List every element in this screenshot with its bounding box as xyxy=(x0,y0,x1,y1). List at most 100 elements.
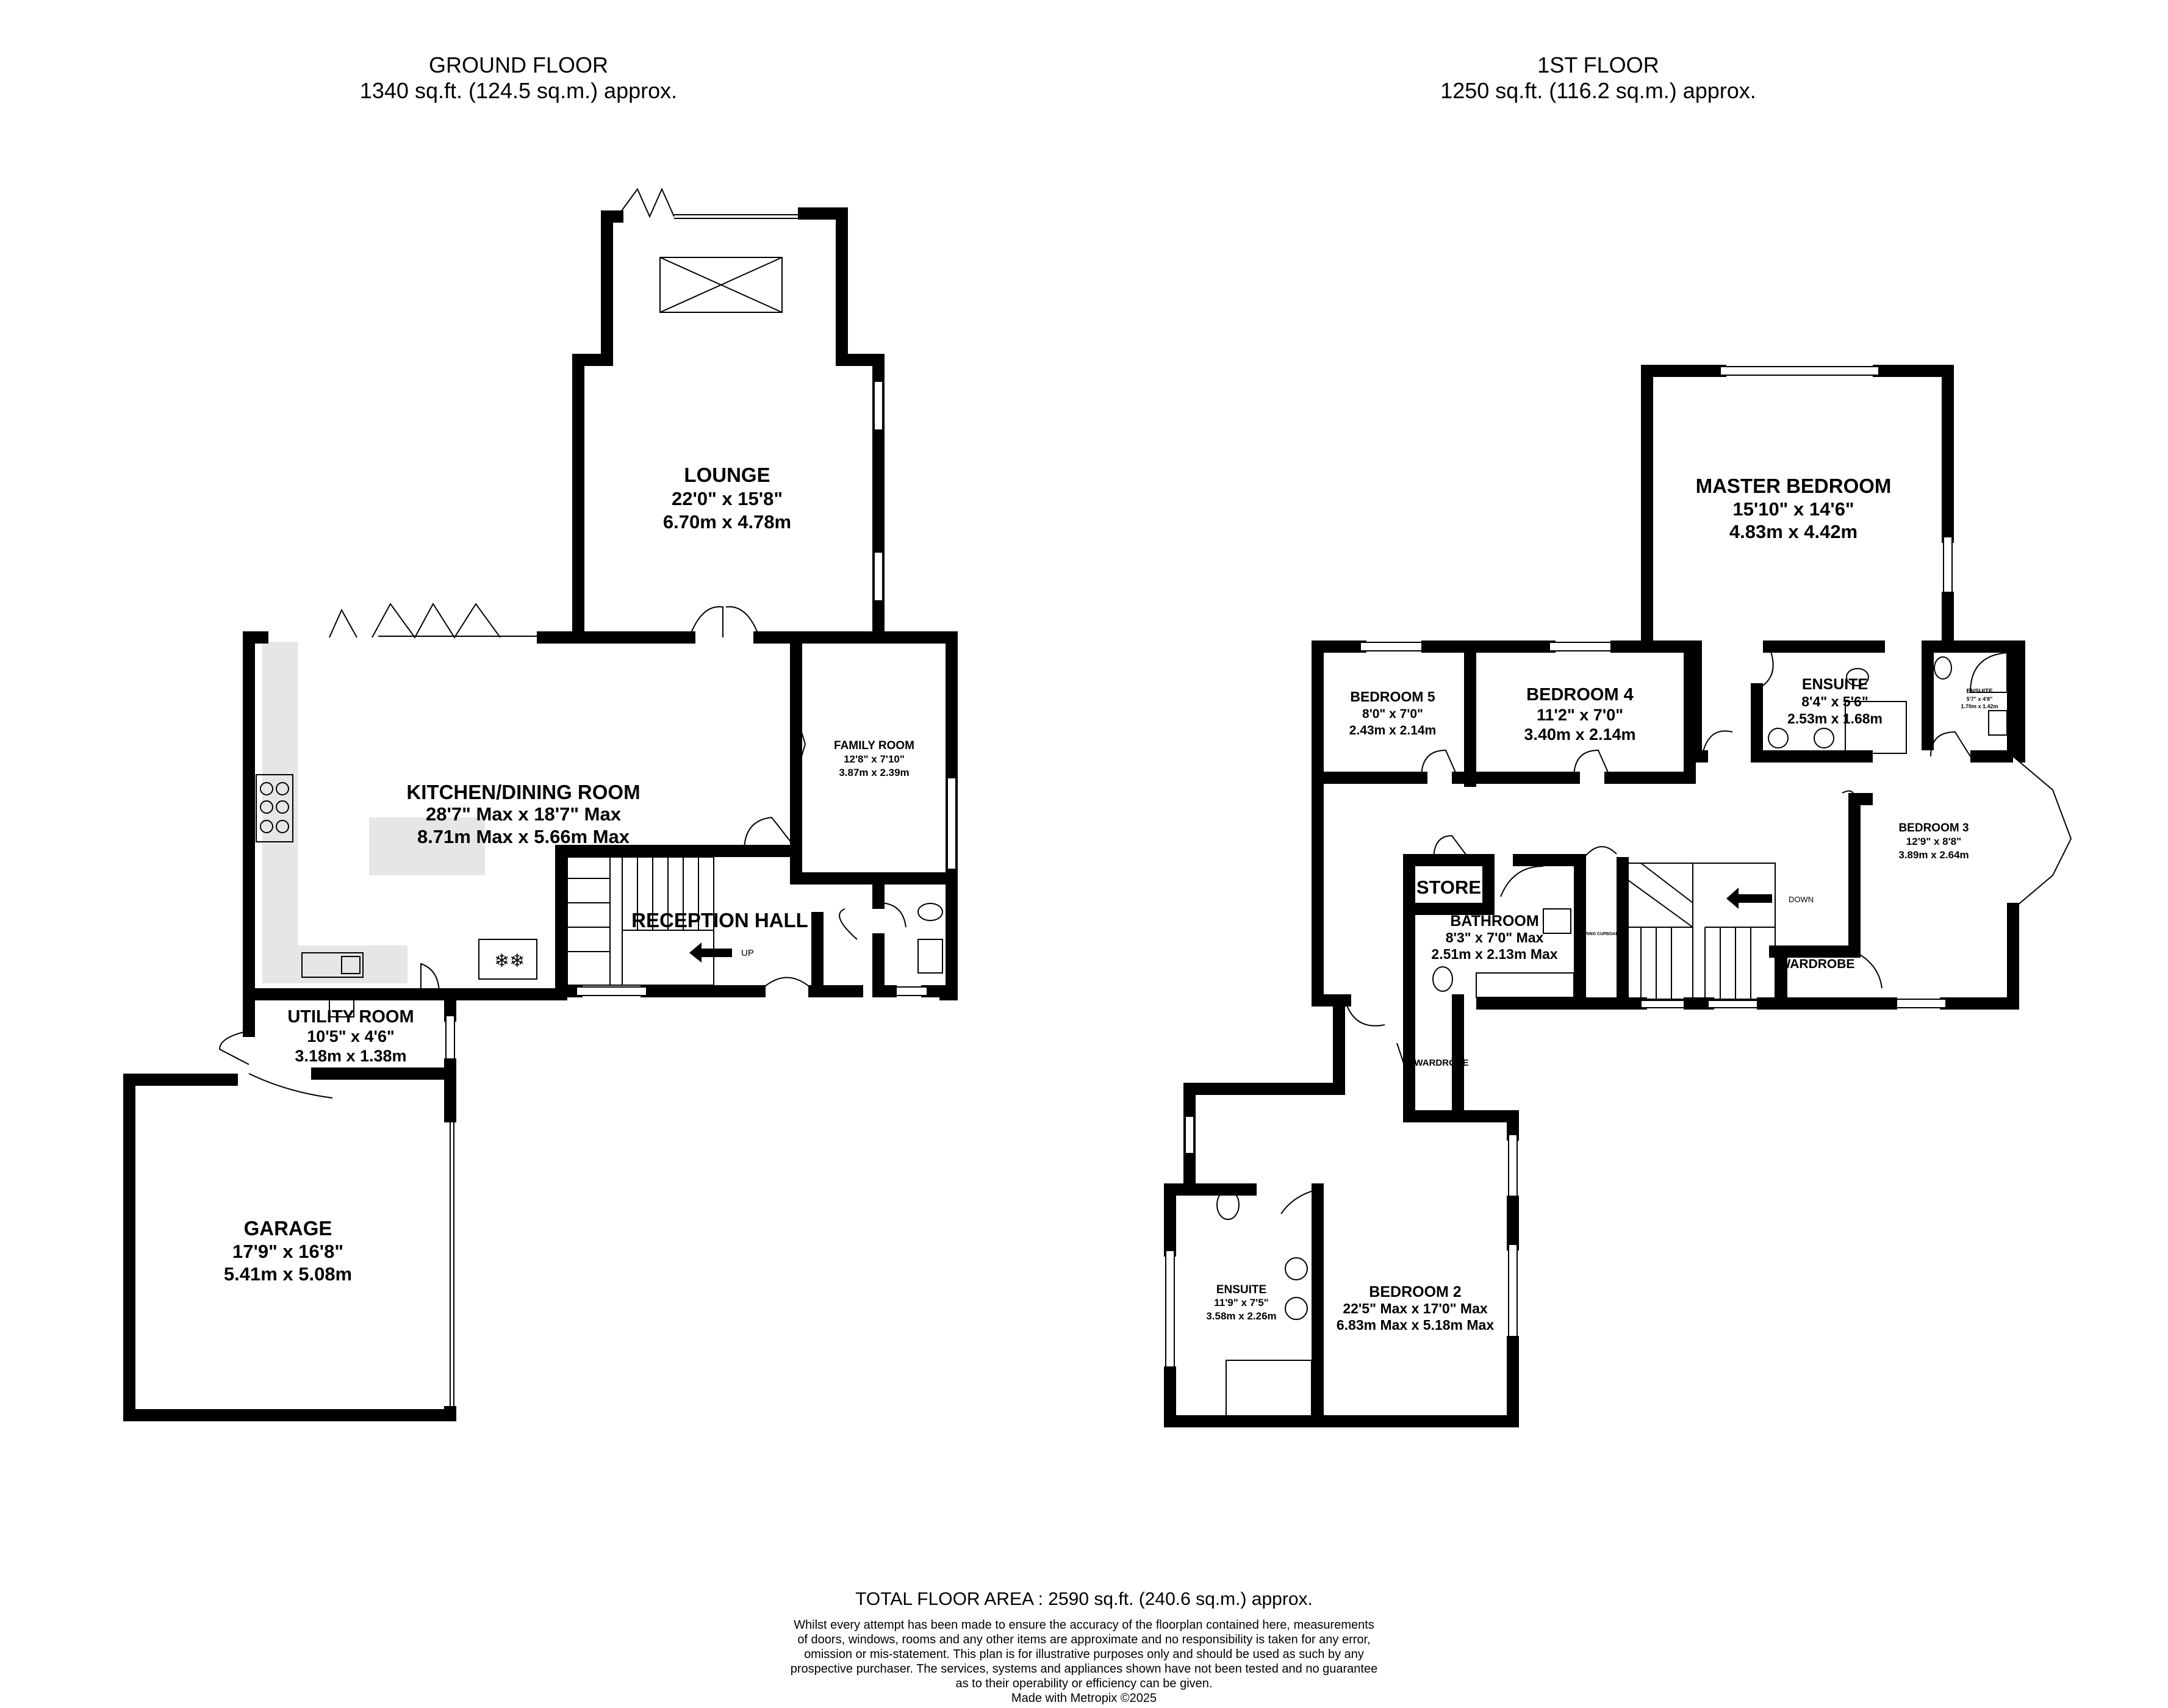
garage-imperial: 17'9" x 16'8" xyxy=(232,1241,343,1262)
ground-floor-title: GROUND FLOOR xyxy=(428,52,608,77)
kitchen-island xyxy=(369,817,485,875)
lounge-skylight xyxy=(659,257,783,313)
kitchen-bifold-2 xyxy=(372,603,501,639)
ensuite2-imperial: 11'9" x 7'5" xyxy=(1214,1297,1268,1308)
family-window xyxy=(947,777,957,870)
ensuite-small-metric: 1.70m x 1.42m xyxy=(1961,703,1998,709)
lounge-imperial: 22'0" x 15'8" xyxy=(672,488,783,509)
bed4-door xyxy=(1573,749,1611,778)
bed3-metric: 3.89m x 2.64m xyxy=(1898,849,1969,861)
landing-ensuite-door xyxy=(1701,730,1733,757)
front-door xyxy=(759,977,815,992)
down-label: DOWN xyxy=(1789,895,1814,904)
cupboard-door xyxy=(839,908,858,940)
bed5-metric: 2.43m x 2.14m xyxy=(1349,723,1436,737)
kitchen-label: KITCHEN/DINING ROOM xyxy=(406,781,640,803)
up-label: UP xyxy=(741,948,754,958)
first-floor-staircase xyxy=(1625,863,1776,1001)
master-label: MASTER BEDROOM xyxy=(1696,475,1892,497)
utility-imperial: 10'5" x 4'6" xyxy=(307,1027,395,1046)
ensuite2-basin-2 xyxy=(1285,1297,1308,1320)
bed5-door xyxy=(1421,749,1459,778)
utility-garage-door xyxy=(248,1073,333,1099)
bed2-metric: 6.83m Max x 5.18m Max xyxy=(1337,1317,1494,1333)
bed4-metric: 3.40m x 2.14m xyxy=(1524,725,1635,744)
ensuite-small-basin xyxy=(1988,710,2008,736)
wc-basin-icon xyxy=(917,939,943,974)
lounge-window-2 xyxy=(874,551,883,601)
utility-sink-icon xyxy=(329,998,354,1017)
kitchen-imperial: 28'7" Max x 18'7" Max xyxy=(426,803,622,825)
down-arrow xyxy=(1739,894,1772,903)
bathroom-imperial: 8'3" x 7'0" Max xyxy=(1446,930,1544,946)
family-wall-bottom xyxy=(790,787,958,884)
ensuite-small-door xyxy=(1930,731,1971,757)
wc-toilet-icon xyxy=(917,903,943,921)
disclaimer-line: Whilst every attempt has been made to en… xyxy=(794,1618,1374,1632)
bed2-window-1 xyxy=(1508,1134,1518,1202)
bathroom-bath-icon xyxy=(1476,972,1574,998)
first-floor-header: 1ST FLOOR 1250 sq.ft. (116.2 sq.m.) appr… xyxy=(1385,52,1812,104)
ensuite-toilet-icon xyxy=(1846,668,1869,686)
lounge-metric: 6.70m x 4.78m xyxy=(663,511,791,533)
bed2-window-2 xyxy=(1508,1244,1518,1343)
ensuite-master-metric: 2.53m x 1.68m xyxy=(1787,711,1883,727)
kitchen-hall-door xyxy=(744,816,794,852)
ensuite2-door xyxy=(1280,1189,1318,1215)
ensuite-master-left-bottom xyxy=(1751,683,1873,762)
disclaimer: Whilst every attempt has been made to en… xyxy=(687,1618,1481,1706)
ensuite-shower-icon xyxy=(1845,701,1907,754)
reception-label: RECEPTION HALL xyxy=(631,909,808,931)
bed4-imperial: 11'2" x 7'0" xyxy=(1537,706,1623,724)
ground-floor-area: 1340 sq.ft. (124.5 sq.m.) approx. xyxy=(359,78,678,103)
ensuite2-basin-1 xyxy=(1285,1257,1308,1280)
master-imperial: 15'10" x 14'6" xyxy=(1732,498,1854,520)
kitchen-wall-top-r xyxy=(753,631,958,1000)
utility-kitchen-door xyxy=(420,963,440,995)
bed5-label: BEDROOM 5 xyxy=(1350,689,1435,705)
hall-window xyxy=(576,986,647,996)
garage-wall-left-bottom xyxy=(123,1074,456,1421)
utility-door-left xyxy=(218,1030,249,1065)
lounge-wall-left xyxy=(572,210,613,644)
store-door xyxy=(1433,834,1471,861)
lounge-bifold-door xyxy=(617,187,675,218)
skylight-diagonal-2 xyxy=(659,257,783,313)
master-wall-top-r xyxy=(1873,365,1954,543)
bed2-label: BEDROOM 2 xyxy=(1369,1283,1461,1301)
ensuite-small-shower xyxy=(1969,651,2008,693)
ensuite-small-imperial: 5'7" x 4'8" xyxy=(1967,696,1993,702)
family-imperial: 12'8" x 7'10" xyxy=(844,753,905,765)
svg-text:❄❄: ❄❄ xyxy=(494,950,525,972)
ensuite-master-imperial: 8'4" x 5'6" xyxy=(1801,694,1868,709)
bathroom-toilet-icon xyxy=(1432,966,1453,992)
bathroom-wall-right xyxy=(1513,854,1586,1006)
bed5-imperial: 8'0" x 7'0" xyxy=(1362,707,1423,721)
family-label: FAMILY ROOM xyxy=(834,739,914,752)
ensuite2-label: ENSUITE xyxy=(1216,1283,1266,1296)
bed2-wall-right-bottom xyxy=(1312,1336,1519,1427)
wardrobe-bed2-walls xyxy=(1403,994,1464,1122)
freezer-icon: ❄❄ xyxy=(478,939,537,980)
disclaimer-line: omission or mis-statement. This plan is … xyxy=(804,1648,1364,1661)
kitchen-bifold-1 xyxy=(329,608,357,638)
wardrobe-bed3-label: WARDROBE xyxy=(1779,957,1855,971)
bed3-window xyxy=(1890,999,1947,1008)
ground-staircase xyxy=(567,856,732,986)
bed2-ensuite-window-top xyxy=(1185,1116,1194,1160)
family-metric: 3.87m x 2.39m xyxy=(839,767,909,778)
bed3-door xyxy=(1842,790,1855,800)
bed4-wall-right xyxy=(1604,640,1696,784)
bed3-label: BEDROOM 3 xyxy=(1898,822,1969,834)
total-floor-area: TOTAL FLOOR AREA : 2590 sq.ft. (240.6 sq… xyxy=(855,1589,1313,1609)
lounge-wall-right xyxy=(836,207,885,644)
utility-window xyxy=(445,1015,455,1065)
airing-door xyxy=(1579,846,1617,864)
utility-metric: 3.18m x 1.38m xyxy=(295,1047,406,1065)
bed4-window xyxy=(1549,642,1617,651)
ground-floor-header: GROUND FLOOR 1340 sq.ft. (124.5 sq.m.) a… xyxy=(305,52,732,104)
ensuite2-wall-upper xyxy=(1164,1153,1196,1257)
bathroom-basin-icon xyxy=(1543,908,1571,934)
garage-metric: 5.41m x 5.08m xyxy=(224,1263,352,1285)
